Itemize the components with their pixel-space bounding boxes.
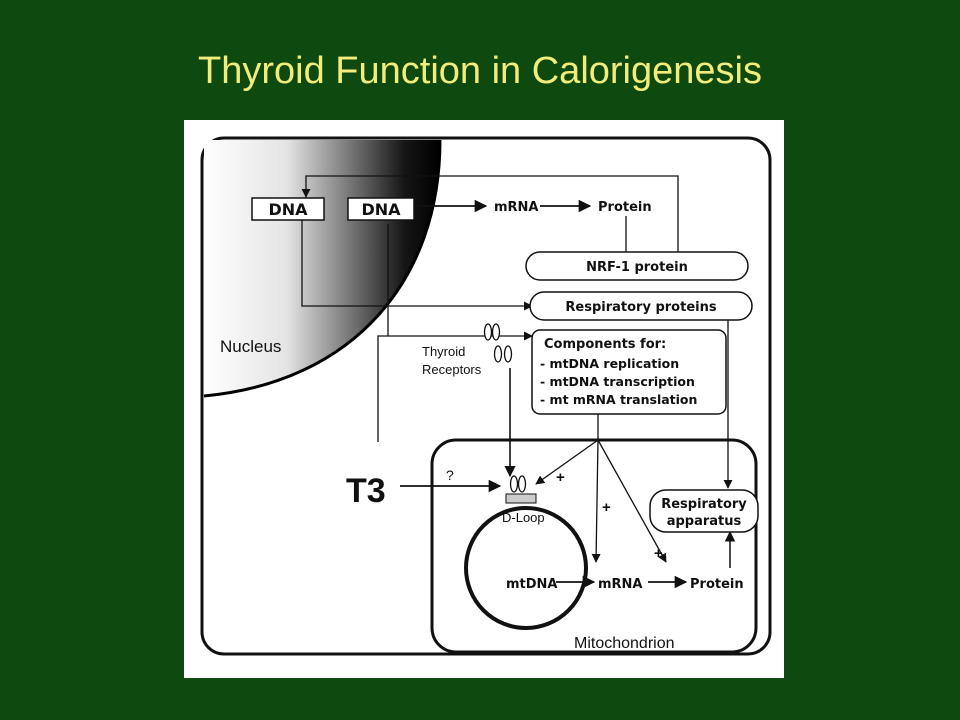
- nucleus-rim: [203, 139, 442, 398]
- mitochondrion-label: Mitochondrion: [574, 635, 675, 652]
- nuclear-protein-label: Protein: [598, 200, 652, 215]
- thyroid-receptors-label: Thyroid: [422, 344, 465, 359]
- respiratory-apparatus-label: apparatus: [667, 514, 742, 529]
- components-item: - mt mRNA translation: [540, 392, 697, 407]
- respiratory-proteins-pill: [529, 291, 753, 321]
- thyroid-receptor-icons: [483, 323, 513, 363]
- figure-panel: Nucleus DNA DNA mRNA Protein NRF-1 prote…: [184, 120, 784, 678]
- mito-receptor-icons: [509, 475, 527, 493]
- plus-sign: +: [654, 545, 663, 562]
- components-box: [531, 329, 727, 415]
- nrf1-label: NRF-1 protein: [586, 260, 688, 275]
- respiratory-apparatus-box: [649, 489, 759, 533]
- d-loop-block: [505, 493, 537, 504]
- thyroid-receptors-label: Receptors: [422, 362, 482, 377]
- nucleus: [204, 140, 440, 396]
- mito-protein-label: Protein: [690, 577, 744, 592]
- plus-sign: +: [602, 499, 611, 516]
- components-to-dloop-arrow: [535, 439, 599, 485]
- components-heading: Components for:: [544, 337, 666, 352]
- t3-to-nucleus-line: [377, 224, 389, 442]
- pathway-diagram: Nucleus DNA DNA mRNA Protein NRF-1 prote…: [200, 136, 772, 656]
- nrf1-pill: [525, 251, 749, 281]
- mtdna-circle: [464, 506, 588, 630]
- nrf1-feedback-line: [301, 175, 679, 260]
- mitochondrion-outline: [430, 438, 758, 654]
- mito-mrna-label: mRNA: [598, 577, 643, 592]
- respiratory-apparatus-label: Respiratory: [661, 497, 747, 512]
- mtdna-label: mtDNA: [506, 577, 558, 592]
- nuclear-mrna-label: mRNA: [494, 200, 539, 215]
- dna-right-label: DNA: [361, 200, 401, 219]
- components-to-mrna-arrow: [591, 439, 601, 563]
- dna-left-label: DNA: [268, 200, 308, 219]
- question-mark: ?: [446, 467, 454, 483]
- components-item: - mtDNA transcription: [540, 374, 695, 389]
- t3-label: T3: [346, 472, 386, 510]
- d-loop-label: D-Loop: [502, 510, 545, 525]
- slide-title: Thyroid Function in Calorigenesis: [198, 50, 762, 92]
- plus-sign: +: [556, 469, 565, 486]
- dna-right-box: [347, 197, 415, 221]
- components-to-protein-arrow: [597, 439, 667, 563]
- dna-left-box: [251, 197, 325, 221]
- dna-left-bracket: [301, 220, 533, 311]
- respiratory-proteins-label: Respiratory proteins: [565, 300, 716, 315]
- components-item: - mtDNA replication: [540, 356, 679, 371]
- cell-outline: [200, 136, 772, 656]
- nucleus-label: Nucleus: [220, 337, 281, 356]
